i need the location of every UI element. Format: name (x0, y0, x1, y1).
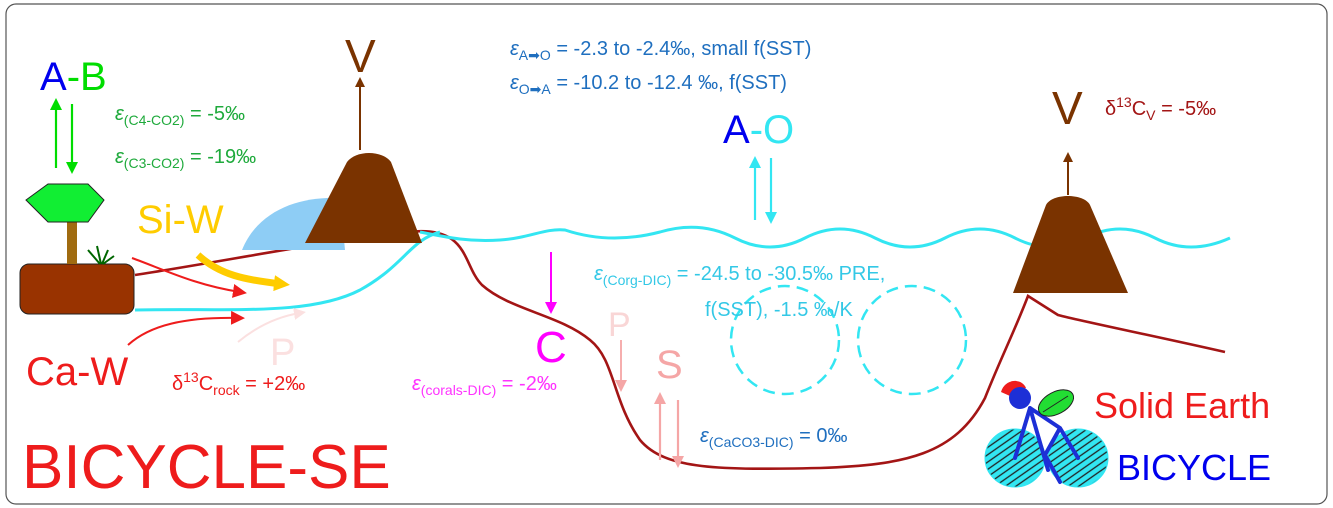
si-weathering-arrow (195, 252, 290, 292)
diagram-frame (5, 3, 1328, 505)
si-weathering-label: Si-W (137, 198, 224, 242)
grass-tuft (87, 245, 115, 265)
model-title: BICYCLE-SE (22, 433, 391, 502)
delta-rock-equation: δ13Crock = +2‰ (172, 369, 305, 398)
eps-c3-equation: ε(C3-CO2) = -19‰ (115, 146, 256, 171)
sediment-label: S (656, 343, 683, 387)
weathering-red-arrow-bottom (127, 310, 245, 346)
solid-earth-label: Solid Earth (1094, 385, 1270, 426)
eps-corg-equation: ε(Corg-DIC) = -24.5 to -30.5‰ PRE, (594, 263, 885, 288)
tree-crown (25, 183, 105, 223)
eps-oa-equation: εO➡A = -10.2 to -12.4 ‰, f(SST) (510, 72, 787, 97)
left-volcano (305, 153, 422, 243)
soil-block (19, 263, 135, 315)
weathering-red-arrow-top (131, 257, 247, 298)
ao-label-o: -O (750, 108, 794, 152)
eps-ao-equation: εA➡O = -2.3 to -2.4‰, small f(SST) (510, 38, 811, 63)
ab-label-a: A (40, 55, 67, 99)
carbon-label: C (535, 323, 567, 372)
ocean-box-circle-right (856, 284, 968, 396)
right-volcano (1013, 196, 1128, 293)
ao-label: A-O (723, 108, 794, 152)
bicycle-label: BICYCLE (1117, 447, 1271, 488)
bicycle-logo (984, 380, 1109, 488)
river (134, 230, 441, 312)
right-volcano-label: V (1052, 82, 1083, 134)
phosphorus-arrow-left (237, 308, 306, 343)
eps-caco3-equation: ε(CaCO3-DIC) = 0‰ (700, 425, 848, 450)
ocean-box-circle-left (729, 284, 841, 396)
eps-corg-equation-line2: f(SST), -1.5 ‰/K (705, 299, 853, 321)
ab-label: A-B (40, 55, 107, 99)
tree-trunk (67, 212, 77, 264)
ab-label-b: -B (67, 55, 107, 99)
eps-corals-equation: ε(corals-DIC) = -2‰ (412, 373, 557, 398)
eps-c4-equation: ε(C4-CO2) = -5‰ (115, 103, 245, 128)
ca-weathering-label: Ca-W (26, 350, 128, 394)
ao-label-a: A (723, 108, 750, 152)
phosphorus-label-left: P (270, 332, 295, 374)
left-volcano-label: V (345, 30, 376, 82)
delta-v-equation: δ13CV = -5‰ (1105, 94, 1216, 123)
phosphorus-label-mid: P (608, 306, 631, 344)
